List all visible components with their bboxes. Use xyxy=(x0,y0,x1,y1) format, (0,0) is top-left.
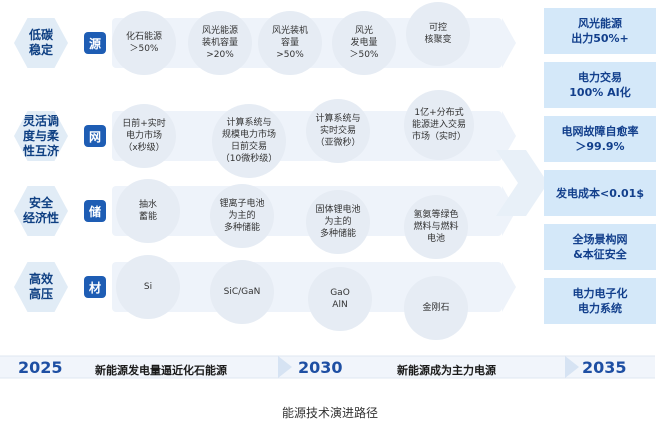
bubble-r1-1: 化石能源 ＞50% xyxy=(112,11,176,75)
row-band-tip xyxy=(502,111,516,161)
timeline-bar xyxy=(0,355,655,379)
row-band-tip xyxy=(502,18,516,68)
category-high-efficiency: 高效 高压 xyxy=(14,262,68,312)
goal-1: 风光能源 出力50%+ xyxy=(544,8,656,54)
goal-2: 电力交易 100% AI化 xyxy=(544,62,656,108)
timeline-segment-1: 新能源发电量逼近化石能源 xyxy=(95,364,227,377)
bubble-r1-5: 可控 核聚变 xyxy=(406,2,470,66)
year-start: 2025 xyxy=(18,358,63,377)
bubble-r1-2: 风光能源 装机容量 >20% xyxy=(188,11,252,75)
tag-grid: 网 xyxy=(84,125,106,147)
bubble-r4-4: 金刚石 xyxy=(404,276,468,340)
bubble-r4-2: SiC/GaN xyxy=(210,260,274,324)
bubble-r2-3: 计算系统与 实时交易 （亚微秒） xyxy=(306,99,370,163)
bubble-r1-4: 风光 发电量 ＞50% xyxy=(332,11,396,75)
goal-4: 发电成本<0.01$ xyxy=(544,170,656,216)
tag-source: 源 xyxy=(84,32,106,54)
figure-caption: 能源技术演进路径 xyxy=(281,406,378,420)
category-flexible-dispatch: 灵活调 度与柔 性互济 xyxy=(14,111,68,161)
category-low-carbon: 低碳 稳定 xyxy=(14,18,68,68)
goal-3: 电网故障自愈率 ＞99.9% xyxy=(544,116,656,162)
convergence-arrow-icon xyxy=(496,150,548,216)
goal-5: 全场景构网 &本征安全 xyxy=(544,224,656,270)
bubble-r1-3: 风光装机 容量 >50% xyxy=(258,11,322,75)
year-end: 2035 xyxy=(582,358,627,377)
bubble-r2-1: 日前+实时 电力市场 （x秒级） xyxy=(112,104,176,168)
bubble-r3-3: 固体锂电池 为主的 多种储能 xyxy=(306,190,370,254)
bubble-r3-4: 氢氨等绿色 燃料与燃料 电池 xyxy=(404,195,468,259)
timeline-segment-2: 新能源成为主力电源 xyxy=(397,364,496,377)
bubble-r3-2: 锂离子电池 为主的 多种储能 xyxy=(210,184,274,248)
tag-storage: 储 xyxy=(84,200,106,222)
tag-materials: 材 xyxy=(84,276,106,298)
bubble-r4-3: GaO AlN xyxy=(308,267,372,331)
bubble-r2-4: 1亿+分布式 能源进入交易 市场（实时） xyxy=(404,90,474,160)
bubble-r3-1: 抽水 蓄能 xyxy=(116,179,180,243)
goal-6: 电力电子化 电力系统 xyxy=(544,278,656,324)
row-band-tip xyxy=(502,262,516,312)
bubble-r4-1: Si xyxy=(116,255,180,319)
year-mid: 2030 xyxy=(298,358,343,377)
bubble-r2-2: 计算系统与 规模电力市场 日前交易 （10微秒级） xyxy=(212,104,286,178)
category-safety-economy: 安全 经济性 xyxy=(14,186,68,236)
